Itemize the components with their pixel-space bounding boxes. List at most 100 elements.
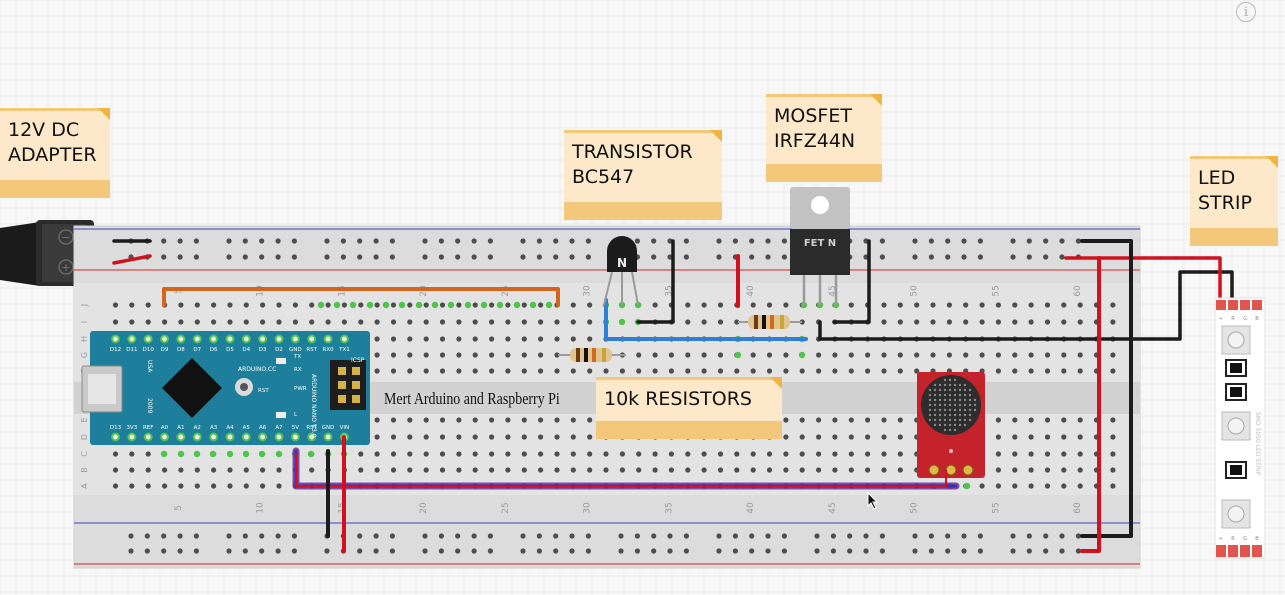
row-letter: E (80, 417, 89, 422)
strip-pad-label-top: R (1231, 316, 1235, 322)
arduino-bottom-pin-label: A1 (177, 425, 184, 431)
arduino-bottom-pin-label: A6 (259, 425, 267, 431)
transistor-bc547: N (603, 236, 639, 306)
arduino-side-labels: TX RX PWR RST L (258, 354, 307, 418)
resistor-1 (558, 348, 626, 362)
led-strip: + R G B + R G B SMD 5050 LED STRIP (1214, 297, 1266, 559)
column-number-bottom: 40 (746, 502, 756, 514)
arduino-side-label: RX (294, 367, 302, 373)
arduino-top-pin-label: D5 (226, 347, 234, 353)
strip-pad-label-top: G (1243, 316, 1247, 322)
arduino-bottom-pin-labels: D13 3V3 REF A0 A1 A2 A3 A4 A5 A6 A7 5V RST GND VIN (110, 425, 350, 442)
arduino-side-label: TX (293, 354, 301, 360)
mouse-cursor-icon (867, 492, 879, 510)
arduino-bottom-pin-label: 5V (292, 425, 299, 431)
column-number-bottom: 35 (664, 502, 674, 513)
column-number-bottom: 20 (419, 502, 429, 514)
transistor-marking: N (617, 256, 627, 270)
row-letter: J (80, 304, 89, 307)
column-number-bottom: 5 (174, 505, 184, 511)
adapter-note: 12V DC ADAPTER (0, 108, 110, 198)
row-letter: B (80, 467, 89, 473)
arduino-side-label: L (294, 412, 298, 418)
arduino-top-pin-label: D4 (242, 347, 250, 353)
column-number-bottom: 55 (991, 502, 1001, 513)
arduino-bottom-pin-label: RST (306, 425, 317, 431)
arduino-side-label: PWR (294, 386, 307, 392)
arduino-top-pin-label: D10 (143, 347, 155, 353)
column-number-top: 50 (910, 285, 920, 297)
arduino-bottom-pin-label: 3V3 (126, 425, 137, 431)
arduino-bottom-pin-label: D13 (110, 425, 122, 431)
column-number-top: 60 (1073, 285, 1083, 297)
strip-pad-label-bottom: B (1255, 536, 1259, 542)
row-letter: I (80, 321, 89, 323)
column-number-bottom: 25 (501, 502, 511, 513)
mosfet-note: MOSFET IRFZ44N (766, 94, 882, 182)
arduino-bottom-pin-label: A5 (243, 425, 251, 431)
arduino-top-pin-label: D7 (193, 347, 201, 353)
arduino-top-pin-label: RST (306, 347, 317, 353)
row-letter: D (80, 434, 89, 440)
strip-pad-label-top: + (1219, 316, 1223, 322)
strip-pad-label-bottom: R (1231, 536, 1235, 542)
column-number-top: 30 (583, 285, 593, 297)
resistors-note: 10k RESISTORS (596, 377, 782, 439)
strip-pad-label-bottom: + (1219, 536, 1223, 542)
strip-pad-label-top: B (1255, 316, 1259, 322)
column-number-bottom: 50 (910, 502, 920, 514)
arduino-model-label: ARDUINO NANO V3.0 (310, 374, 317, 438)
arduino-icsp-label: ICSP (351, 357, 365, 364)
column-number-top: 35 (664, 285, 674, 296)
column-number-top: 25 (501, 285, 511, 296)
column-number-bottom: 45 (828, 502, 838, 513)
arduino-top-pin-label: RX0 (323, 347, 335, 353)
mosfet-marking: FET N (804, 238, 836, 249)
arduino-bottom-pin-label: REF (143, 425, 153, 431)
arduino-top-pin-label: D3 (259, 347, 267, 353)
mosfet-irfz44n: FET N (790, 187, 850, 305)
transistor-note: TRANSISTOR BC547 (564, 130, 722, 220)
svg-text:−: − (61, 231, 70, 244)
arduino-bottom-pin-label: A0 (161, 425, 169, 431)
svg-text:+: + (61, 261, 70, 274)
arduino-side-label: RST (258, 388, 269, 394)
row-letter: A (80, 483, 89, 489)
arduino-top-pin-label: D11 (126, 347, 137, 353)
info-icon[interactable]: i (1236, 2, 1256, 22)
arduino-bottom-pin-label: A2 (194, 425, 201, 431)
arduino-bottom-pin-label: A3 (210, 425, 218, 431)
row-letter: H (80, 336, 89, 342)
arduino-bottom-pin-label: A4 (226, 425, 234, 431)
column-number-bottom: 30 (583, 502, 593, 514)
arduino-usa-label: USA (146, 360, 153, 373)
led-strip-text: SMD 5050 LED STRIP (1254, 412, 1261, 476)
arduino-top-pin-label: D9 (161, 347, 169, 353)
column-number-bottom: 60 (1073, 502, 1083, 514)
resistor-2 (738, 315, 802, 329)
wires (112, 239, 1234, 553)
column-number-top: 45 (828, 285, 838, 296)
watermark-caption: Mert Arduino and Raspberry Pi (384, 389, 560, 408)
arduino-bottom-pin-label: GND (322, 425, 335, 431)
column-number-top: 55 (991, 285, 1001, 296)
arduino-bottom-pin-label: A7 (275, 425, 283, 431)
column-number-bottom: 10 (256, 502, 266, 514)
row-letter: G (80, 352, 89, 358)
arduino-year-label: 2009 (146, 398, 153, 413)
arduino-top-pin-label: D6 (210, 347, 218, 353)
led-strip-note: LED STRIP (1190, 156, 1278, 246)
column-number-top: 40 (746, 285, 756, 297)
arduino-top-pin-label: TX1 (338, 347, 350, 353)
strip-pad-label-bottom: G (1243, 536, 1247, 542)
arduino-top-pin-label: D2 (275, 347, 283, 353)
arduino-bottom-pin-label: VIN (340, 425, 350, 431)
row-letter: C (80, 451, 89, 457)
microphone-module (917, 372, 985, 478)
arduino-top-pin-label: GND (289, 347, 302, 353)
arduino-top-pin-label: D12 (110, 347, 121, 353)
